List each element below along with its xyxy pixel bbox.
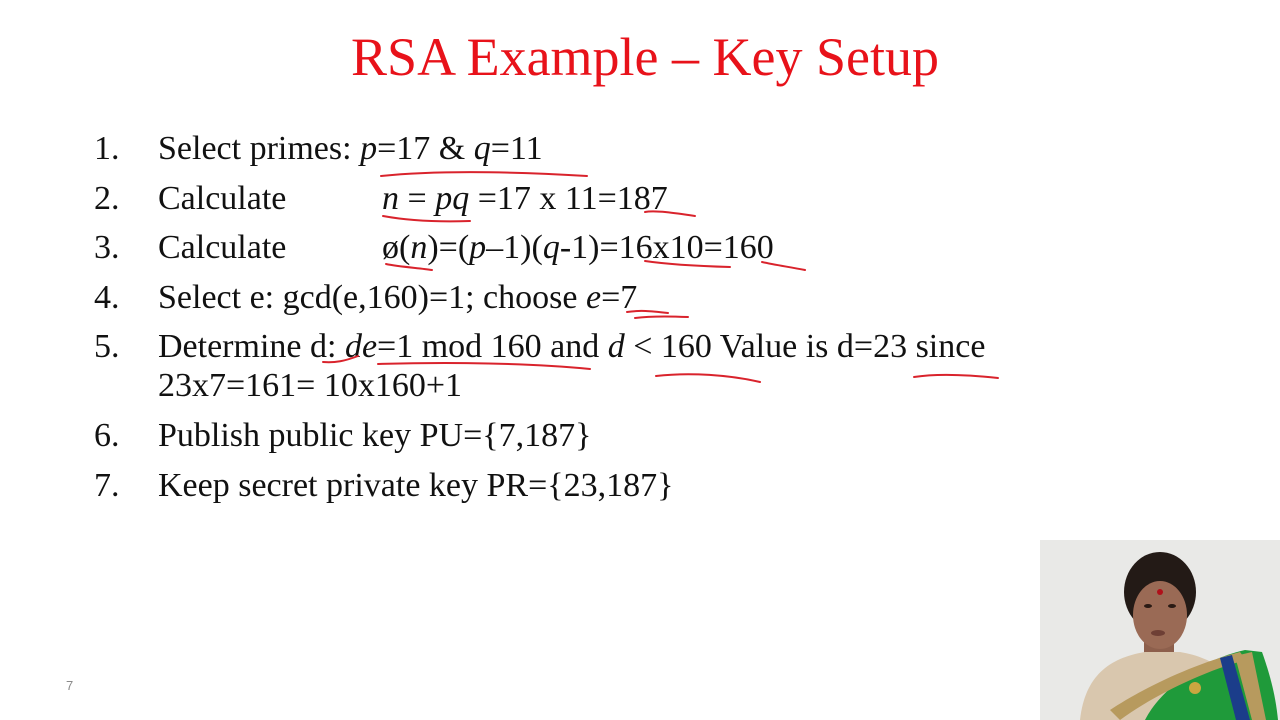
slide-title: RSA Example – Key Setup: [351, 27, 939, 87]
step-number: 4.: [94, 278, 120, 316]
step-number: 6.: [94, 417, 120, 454]
step-text: Publish public key PU={7,187}: [158, 417, 592, 454]
step-1: 1. Select primes: p=17 & q=11: [94, 124, 1094, 174]
key-setup-steps: 1. Select primes: p=17 & q=11 2. Calcula…: [94, 124, 1094, 510]
step-5: 5. Determine d: de=1 mod 160 and d < 160…: [94, 322, 1094, 411]
page-number: 7: [66, 678, 74, 693]
presenter-video-icon: [1040, 540, 1280, 720]
step-text: Select primes: p=17 & q=11: [158, 130, 543, 167]
step-expression: n = pq =17 x 11=187: [382, 179, 668, 217]
step-2: 2. Calculate n = pq =17 x 11=187: [94, 174, 1094, 224]
step-expression: ø(n)=(p–1)(q-1)=16x10=160: [382, 229, 774, 266]
step-number: 2.: [94, 179, 120, 217]
step-text: Select e: gcd(e,160)=1; choose e=7: [158, 278, 638, 316]
step-6: 6. Publish public key PU={7,187}: [94, 411, 1094, 461]
presenter-webcam: [1040, 540, 1280, 720]
step-label: Calculate: [158, 179, 287, 217]
step-text: Determine d: de=1 mod 160 and d < 160 Va…: [158, 328, 986, 404]
step-number: 1.: [94, 130, 120, 167]
step-number: 3.: [94, 229, 120, 266]
step-number: 5.: [94, 328, 120, 365]
step-text: Keep secret private key PR={23,187}: [158, 466, 674, 504]
step-4: 4. Select e: gcd(e,160)=1; choose e=7: [94, 273, 1094, 323]
step-label: Calculate: [158, 229, 287, 266]
step-3: 3. Calculate ø(n)=(p–1)(q-1)=16x10=160: [94, 223, 1094, 273]
step-7: 7. Keep secret private key PR={23,187}: [94, 461, 1094, 511]
step-number: 7.: [94, 466, 120, 504]
step-continuation: 23x7=161= 10x160+1: [158, 366, 463, 404]
